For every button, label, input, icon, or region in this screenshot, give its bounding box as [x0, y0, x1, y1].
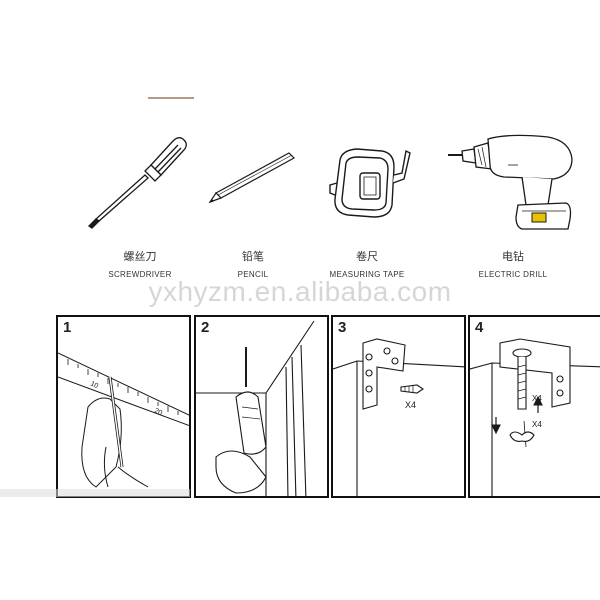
tool-label-en: PENCIL: [237, 270, 269, 279]
scale-label: 20: [153, 407, 163, 417]
tool-pencil: 铅笔 PENCIL: [188, 125, 318, 295]
electric-drill-icon: [448, 134, 573, 230]
bracket-mount-illustration: X4: [333, 338, 464, 496]
tool-label-cn: 铅笔: [242, 250, 264, 263]
watermark: yxhyzm.en.alibaba.com: [148, 276, 452, 307]
step-panel-1: 1 10 20: [56, 315, 191, 498]
tool-label-en: MEASURING TAPE: [329, 270, 405, 279]
step-number: 2: [201, 319, 210, 336]
step-panel-2: 2: [194, 315, 329, 498]
tool-label-en: ELECTRIC DRILL: [478, 270, 548, 279]
tool-label-en: SCREWDRIVER: [108, 270, 172, 279]
measuring-tape-icon: [329, 148, 411, 218]
tool-label-cn: 螺丝刀: [123, 250, 157, 263]
tool-measuring-tape: 卷尺 MEASURING TAPE: [302, 125, 432, 295]
pencil-icon: [208, 152, 295, 204]
quantity-label: X4: [532, 394, 542, 403]
step-number: 1: [63, 319, 72, 336]
step-panel-3: 3 X4: [331, 315, 466, 498]
tool-label-cn: 卷尺: [356, 250, 378, 263]
marking-illustration: 10 20: [58, 352, 189, 488]
quantity-label: X4: [532, 420, 542, 429]
accent-line: [148, 97, 194, 99]
screwdriver-icon: [87, 137, 187, 229]
tool-label-cn: 电钻: [502, 250, 524, 263]
drilling-illustration: [196, 320, 315, 496]
scale-label: 10: [89, 380, 99, 390]
step-number: 4: [475, 319, 484, 336]
bolt-assembly-illustration: X4 X4: [470, 338, 600, 496]
tool-screwdriver: 螺丝刀 SCREWDRIVER: [75, 125, 205, 295]
step-panel-4: 4 X4 X4: [468, 315, 600, 498]
quantity-label: X4: [405, 400, 416, 410]
step-number: 3: [338, 319, 347, 336]
bottom-strip: [0, 489, 190, 497]
tool-electric-drill: 电钻 ELECTRIC DRILL: [448, 125, 578, 295]
